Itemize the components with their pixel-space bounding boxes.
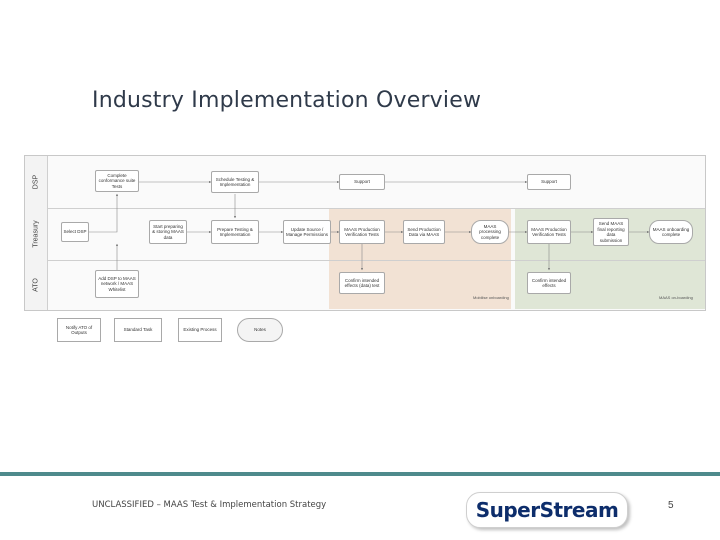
footer-classification: UNCLASSIFIED – MAAS Test & Implementatio… bbox=[92, 500, 327, 510]
node-verification-tests: MAAS Production Verification Tests bbox=[339, 220, 385, 244]
maas-zone-label: MAAS on-boarding bbox=[659, 295, 693, 300]
node-support-1: Support bbox=[339, 174, 385, 190]
node-confirm-effects-2: Confirm intended effects bbox=[527, 272, 571, 294]
page-title: Industry Implementation Overview bbox=[92, 88, 482, 113]
legend-standard-task: Standard Task bbox=[114, 318, 162, 342]
logo-text: SuperStream bbox=[475, 498, 619, 522]
flow-connectors bbox=[89, 180, 650, 271]
node-schedule-testing: Schedule Testing & Implementation bbox=[211, 171, 259, 193]
node-prepare-testing: Prepare Testing & Implementation bbox=[211, 220, 259, 244]
lane-ato: ATO bbox=[25, 260, 705, 310]
node-update-source: Update Source / Manage Permissions bbox=[283, 220, 331, 244]
process-diagram: Mobilise onboarding MAAS on-boarding DSP… bbox=[24, 155, 706, 311]
node-select-dsp: Select DSP bbox=[61, 222, 89, 242]
node-onboarding-complete: MAAS onboarding complete bbox=[649, 220, 693, 244]
connector bbox=[89, 193, 119, 233]
footer-bar bbox=[0, 472, 720, 476]
node-send-production-data: Send Production Data via MAAS bbox=[403, 220, 445, 244]
node-processing-complete: MAAS processing complete bbox=[471, 220, 509, 244]
lane-dsp: DSP bbox=[25, 156, 705, 209]
node-verification-tests-2: MAAS Production Verification Tests bbox=[527, 220, 571, 244]
node-conformance-tests: Complete conformance suite Tests bbox=[95, 170, 139, 192]
legend-notes: Notes bbox=[237, 318, 283, 342]
node-support-2: Support bbox=[527, 174, 571, 190]
page-number: 5 bbox=[668, 500, 674, 511]
node-confirm-effects-1: Confirm intended effects (data) test bbox=[339, 272, 385, 294]
node-prepare-data: Start preparing & storing MAAS data bbox=[149, 220, 187, 244]
legend-existing-process: Existing Process bbox=[178, 318, 222, 342]
legend-notify-ato: Notify ATO of Outputs bbox=[57, 318, 101, 342]
onboarding-zone-label: Mobilise onboarding bbox=[473, 295, 509, 300]
lane-treasury: Treasury bbox=[25, 208, 705, 261]
superstream-logo: SuperStream bbox=[466, 492, 628, 528]
node-final-reporting: Send MAAS final reporting data submissio… bbox=[593, 218, 629, 246]
node-add-dsp-network: Add DSP to MAAS network / MAAS Whitelist bbox=[95, 270, 139, 298]
